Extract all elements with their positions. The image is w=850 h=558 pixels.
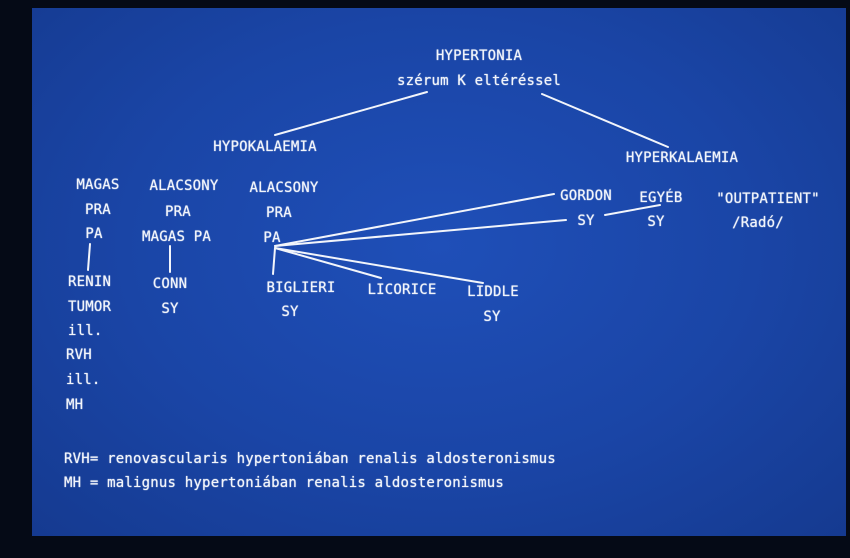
node-liddle: LIDDLE — [467, 284, 519, 300]
col1-result3: ill. — [68, 323, 103, 339]
col1-result6: MH — [66, 397, 84, 413]
col2-line3: MAGAS PA — [142, 229, 212, 245]
col1-result1: RENIN — [68, 274, 112, 290]
edge-pa-licorice — [274, 247, 382, 279]
slide: HYPERTONIA szérum K eltéréssel HYPOKALAE… — [32, 8, 846, 536]
col3-line1: ALACSONY — [249, 180, 319, 196]
edge-pa-gordon — [274, 193, 555, 247]
col1-line2: PRA — [85, 202, 111, 218]
col1-result5: ill. — [66, 372, 101, 388]
col1-line3: PA — [85, 226, 103, 242]
edge-pa-gordon-sy — [274, 219, 567, 247]
edge-gordon-egyeb — [604, 204, 661, 216]
node-hypokalaemia: HYPOKALAEMIA — [213, 139, 317, 155]
col2-line2: PRA — [165, 204, 191, 220]
node-hyperkalaemia: HYPERKALAEMIA — [625, 150, 739, 166]
col1-result2: TUMOR — [68, 299, 112, 315]
node-liddle-sy: SY — [483, 309, 501, 325]
col3-line3: PA — [263, 230, 281, 246]
footnote-mh: MH = malignus hypertoniában renalis aldo… — [64, 475, 505, 491]
node-gordon: GORDON — [560, 188, 612, 204]
connector-lines — [87, 91, 669, 284]
edge-root-hyperkalaemia — [541, 93, 669, 148]
footnote-rvh: RVH= renovascularis hypertoniában renali… — [64, 451, 556, 467]
node-egyeb: EGYÉB — [639, 190, 683, 206]
col1-result4: RVH — [66, 347, 92, 363]
edge-pa-renin — [87, 243, 91, 271]
node-biglieri: BIGLIERI — [266, 280, 336, 296]
node-outpatient: "OUTPATIENT" — [716, 191, 820, 207]
root-subtitle: szérum K eltéréssel — [397, 73, 561, 89]
col1-line1: MAGAS — [76, 177, 120, 193]
col2-line1: ALACSONY — [149, 178, 219, 194]
node-gordon-sy: SY — [577, 213, 595, 229]
root-title: HYPERTONIA — [435, 48, 523, 64]
col2-result1: CONN — [152, 276, 188, 292]
node-biglieri-sy: SY — [281, 304, 299, 320]
edge-pa-liddle — [274, 247, 484, 284]
node-licorice: LICORICE — [367, 282, 437, 298]
node-outpatient-ref: /Radó/ — [732, 215, 784, 231]
col2-result2: SY — [161, 301, 179, 317]
col3-line2: PRA — [266, 205, 292, 221]
edge-root-hypokalaemia — [274, 91, 428, 136]
node-egyeb-sy: SY — [647, 214, 665, 230]
edge-pa-biglieri — [272, 247, 276, 275]
